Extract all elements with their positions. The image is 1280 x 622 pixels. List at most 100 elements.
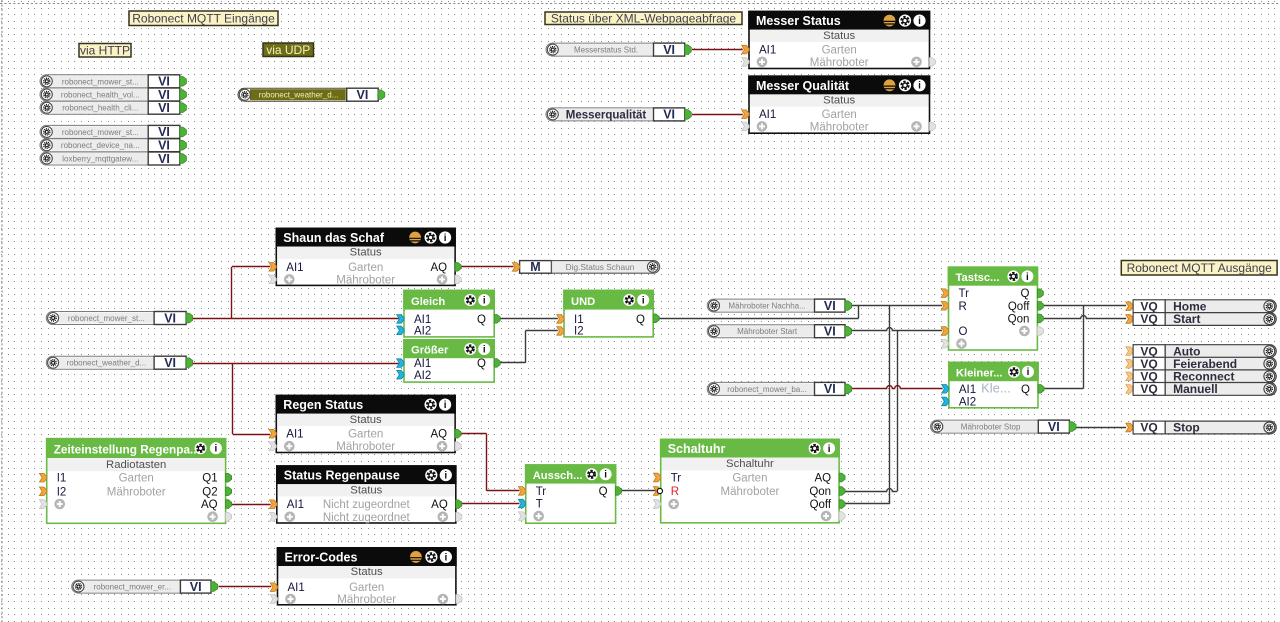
svg-text:Garten: Garten — [822, 109, 857, 121]
svg-text:Q2: Q2 — [202, 486, 217, 498]
svg-text:VI: VI — [158, 125, 170, 139]
svg-text:T: T — [536, 499, 543, 511]
svg-text:Q: Q — [1020, 288, 1029, 300]
svg-text:Nicht zugeordnet: Nicht zugeordnet — [323, 499, 411, 511]
svg-text:AI1: AI1 — [288, 582, 305, 594]
svg-text:Mähroboter: Mähroboter — [337, 594, 396, 606]
svg-text:VI: VI — [164, 356, 176, 370]
svg-text:AI1: AI1 — [287, 499, 304, 511]
svg-text:i: i — [444, 400, 447, 411]
svg-text:I1: I1 — [57, 473, 67, 485]
svg-text:Garten: Garten — [348, 429, 383, 441]
svg-text:Messer Status: Messer Status — [756, 14, 841, 28]
svg-text:VI: VI — [190, 580, 202, 594]
svg-text:robonect_weather_d...: robonect_weather_d... — [67, 359, 147, 368]
svg-text:AI1: AI1 — [759, 109, 776, 121]
svg-text:AQ: AQ — [430, 429, 447, 441]
svg-text:Messerqualität: Messerqualität — [566, 109, 647, 121]
svg-text:VI: VI — [1048, 420, 1060, 434]
svg-text:I2: I2 — [57, 486, 67, 498]
svg-text:Status über XML-Webpageabfrage: Status über XML-Webpageabfrage — [551, 11, 737, 25]
svg-text:Messerstatus Std.: Messerstatus Std. — [574, 46, 638, 55]
svg-text:AI1: AI1 — [414, 314, 431, 326]
svg-text:Nicht zugeordnet: Nicht zugeordnet — [323, 512, 411, 524]
svg-text:R: R — [671, 486, 679, 498]
svg-text:Error-Codes: Error-Codes — [285, 551, 358, 565]
svg-text:robonect_mower_ba...: robonect_mower_ba... — [727, 385, 807, 394]
svg-text:Mähroboter: Mähroboter — [810, 121, 869, 133]
svg-text:Messer Qualität: Messer Qualität — [756, 79, 850, 93]
svg-text:Qoff: Qoff — [1008, 301, 1030, 313]
svg-text:Q: Q — [636, 314, 645, 326]
svg-text:Home: Home — [1173, 299, 1207, 313]
svg-text:AI1: AI1 — [286, 262, 303, 274]
svg-text:VI: VI — [164, 311, 176, 325]
svg-text:Aussch...: Aussch... — [533, 470, 583, 482]
svg-text:Status: Status — [350, 247, 382, 259]
svg-text:robonect_weather_d...: robonect_weather_d... — [259, 91, 339, 100]
svg-text:VI: VI — [158, 139, 170, 153]
svg-text:Regen Status: Regen Status — [283, 398, 363, 412]
svg-text:Status: Status — [351, 566, 383, 578]
svg-text:via UDP: via UDP — [266, 43, 310, 57]
svg-text:Start: Start — [1173, 312, 1200, 326]
svg-text:robonect_health_vol...: robonect_health_vol... — [61, 91, 140, 100]
svg-text:VI: VI — [356, 88, 368, 102]
svg-text:AQ: AQ — [201, 499, 218, 511]
svg-text:AQ: AQ — [430, 262, 447, 274]
svg-text:i: i — [642, 295, 645, 306]
svg-text:Schaltuhr: Schaltuhr — [726, 458, 774, 470]
svg-text:loxberry_mqttgatew...: loxberry_mqttgatew... — [62, 155, 138, 164]
svg-text:Status: Status — [350, 414, 382, 426]
svg-text:VQ: VQ — [1140, 357, 1157, 371]
svg-text:i: i — [604, 470, 607, 481]
svg-text:Mähroboter: Mähroboter — [720, 486, 779, 498]
svg-text:Robonect MQTT Ausgänge: Robonect MQTT Ausgänge — [1127, 261, 1273, 275]
svg-text:i: i — [483, 344, 486, 355]
svg-text:Mähroboter: Mähroboter — [336, 441, 395, 453]
svg-text:via HTTP: via HTTP — [80, 44, 130, 58]
svg-text:I2: I2 — [574, 326, 584, 338]
svg-text:robonect_mower_st...: robonect_mower_st... — [68, 314, 145, 323]
svg-text:Mähroboter Stop: Mähroboter Stop — [961, 423, 1021, 432]
svg-text:Mähroboter Nachha...: Mähroboter Nachha... — [728, 302, 805, 311]
svg-text:Qon: Qon — [809, 486, 831, 498]
svg-text:Tr: Tr — [536, 486, 547, 498]
svg-text:VQ: VQ — [1140, 344, 1157, 358]
svg-text:Kleiner...: Kleiner... — [956, 368, 1003, 380]
svg-text:Status: Status — [350, 484, 382, 496]
svg-text:AI1: AI1 — [759, 45, 776, 57]
svg-text:O: O — [959, 326, 968, 338]
svg-text:Größer: Größer — [411, 345, 449, 357]
svg-text:i: i — [1026, 272, 1029, 283]
svg-text:robonect_mower_st...: robonect_mower_st... — [62, 77, 139, 86]
svg-text:VQ: VQ — [1140, 299, 1157, 313]
svg-text:i: i — [444, 552, 447, 563]
svg-text:Tastsc...: Tastsc... — [956, 272, 1000, 284]
svg-text:VI: VI — [824, 325, 836, 339]
svg-text:i: i — [1027, 367, 1030, 378]
svg-text:Q: Q — [599, 486, 608, 498]
svg-text:Q1: Q1 — [202, 473, 217, 485]
svg-text:Garten: Garten — [822, 45, 857, 57]
svg-text:i: i — [444, 471, 447, 482]
svg-text:Mähroboter: Mähroboter — [336, 274, 395, 286]
svg-text:Tr: Tr — [959, 288, 970, 300]
svg-text:VI: VI — [158, 152, 170, 166]
svg-text:Stop: Stop — [1173, 421, 1200, 435]
svg-text:robonect_mower_st...: robonect_mower_st... — [62, 128, 139, 137]
svg-text:i: i — [215, 444, 218, 455]
svg-text:VI: VI — [158, 101, 170, 115]
svg-text:i: i — [483, 295, 486, 306]
svg-text:Garten: Garten — [119, 473, 154, 485]
svg-text:AI1: AI1 — [286, 429, 303, 441]
svg-text:Robonect MQTT Eingänge: Robonect MQTT Eingänge — [132, 11, 275, 25]
svg-text:robonect_device_na...: robonect_device_na... — [61, 141, 140, 150]
svg-text:VQ: VQ — [1140, 312, 1157, 326]
svg-text:VQ: VQ — [1140, 382, 1157, 396]
svg-text:i: i — [444, 233, 447, 244]
svg-text:Manuell: Manuell — [1173, 382, 1218, 396]
svg-text:Qoff: Qoff — [810, 499, 832, 511]
svg-text:M: M — [530, 260, 540, 274]
svg-text:AQ: AQ — [814, 473, 831, 485]
